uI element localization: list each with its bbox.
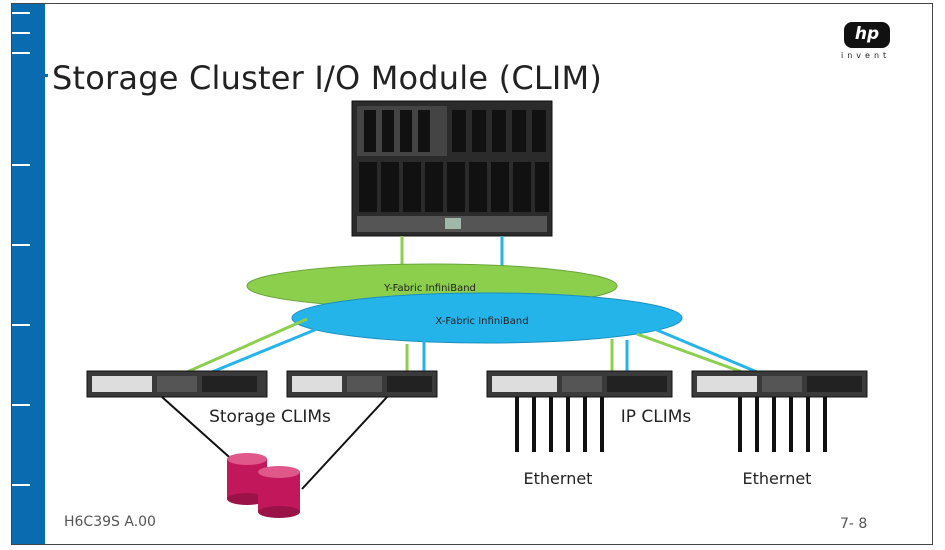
storage-cables [161,396,388,490]
clim-server-2 [286,370,438,398]
ethernet-cables-2 [738,397,827,452]
ethernet-label-2: Ethernet [743,469,812,488]
blade-chassis [351,100,553,237]
slide-title: Storage Cluster I/O Module (CLIM) [52,59,603,97]
clim-links [186,317,758,374]
hp-logo: hp [844,22,890,48]
x-fabric-label: X-Fabric InfiniBand [435,316,528,327]
page-number: 7- 8 [840,516,868,532]
hp-logo-tagline: invent [841,51,891,60]
clim-server-1 [86,370,268,398]
ethernet-label-1: Ethernet [524,469,593,488]
ethernet-cables-1 [515,397,604,452]
storage-disk-2 [258,466,300,518]
ip-clims-label: IP CLIMs [621,407,692,427]
left-accent-bar [12,4,45,544]
x-fabric-ellipse [291,292,683,344]
clim-server-3 [486,370,673,398]
slide-frame: Storage Cluster I/O Module (CLIM) hp inv… [11,3,933,545]
clim-server-4 [691,370,868,398]
clim-diagram: Y-Fabric InfiniBand X-Fabric InfiniBand [86,100,868,518]
hp-logo-mark: hp [854,24,880,44]
y-fabric-label: Y-Fabric InfiniBand [383,283,476,294]
title-dash [12,74,48,77]
storage-clims-label: Storage CLIMs [209,407,331,427]
course-code: H6C39S A.00 [64,514,156,530]
